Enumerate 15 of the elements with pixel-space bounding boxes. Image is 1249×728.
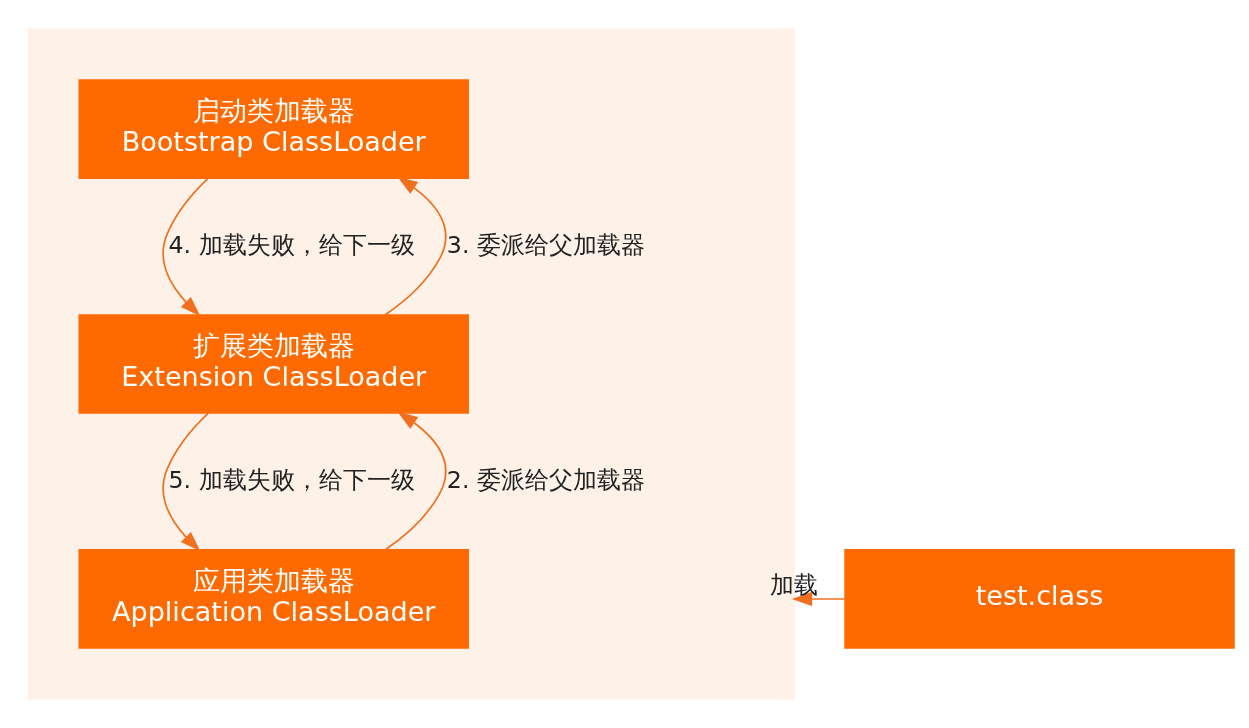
edge-label: 加载 [770,570,819,599]
node-box: 应用类加载器 Application ClassLoader [78,549,469,649]
arrow [162,177,210,317]
cluster [27,28,796,700]
edge-label: 2. 委派给父加载器 [446,465,645,494]
edge-label: 3. 委派给父加载器 [446,230,645,259]
node-box: 扩展类加载器 Extension ClassLoader [78,314,469,414]
node-box: 启动类加载器 Bootstrap ClassLoader [78,79,469,179]
edge-label: 5. 加载失败，给下一级 [168,465,415,494]
node-box: test.class [844,549,1235,649]
arrow [384,411,447,551]
arrow [791,591,846,607]
arrow [384,176,447,316]
edge-label: 4. 加载失败，给下一级 [168,230,415,259]
arrow [162,412,210,552]
